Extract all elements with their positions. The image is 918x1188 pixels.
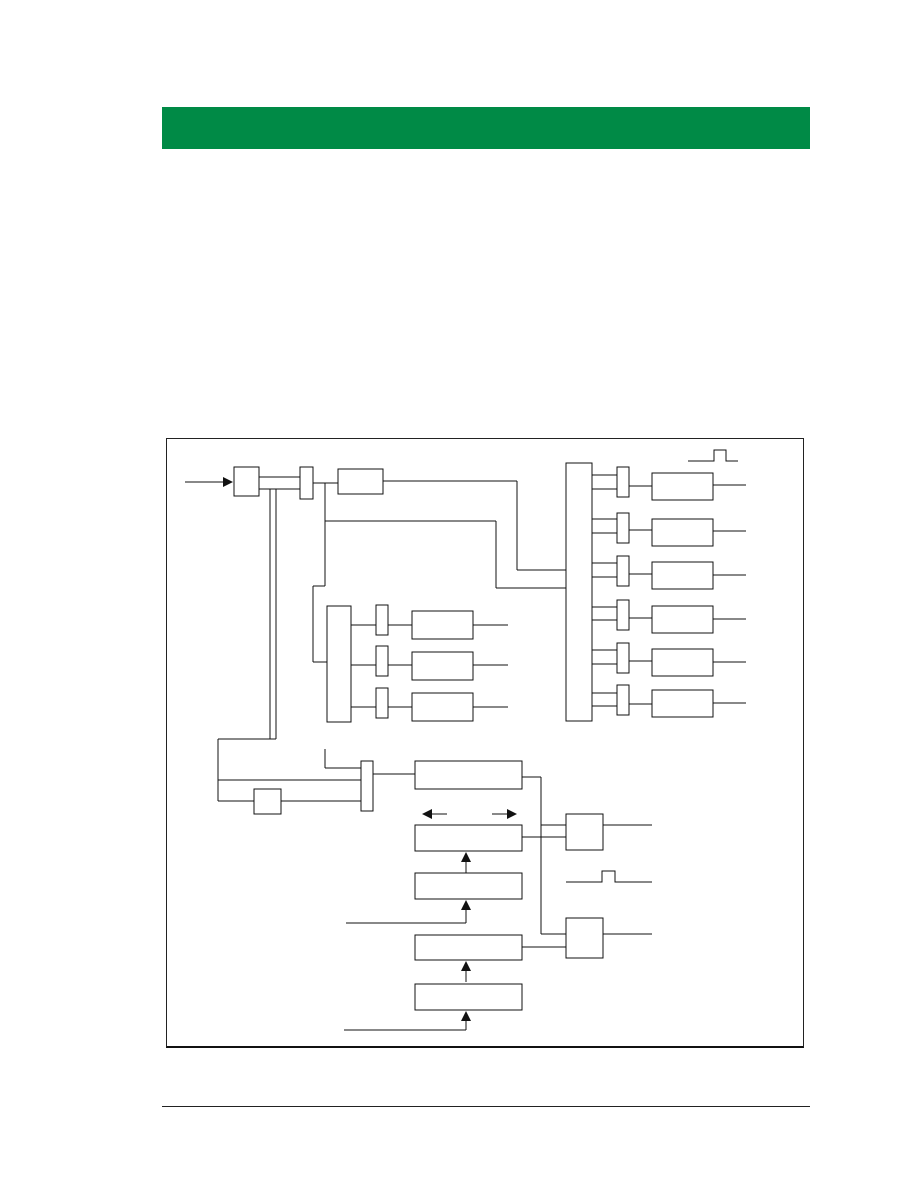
bottom-block-2 [414, 824, 523, 852]
middle-output-block-2 [411, 651, 474, 681]
middle-output-block-3 [411, 692, 474, 722]
right-output-block-6 [651, 689, 714, 718]
middle-output-block-1 [411, 610, 474, 640]
middle-narrow-block-3 [375, 687, 389, 719]
right-output-block-3 [651, 561, 714, 590]
bottom-block-1 [414, 760, 523, 790]
bottom-block-3 [414, 872, 523, 900]
input-block [233, 466, 260, 497]
right-output-block-4 [651, 605, 714, 634]
middle-bus-block [326, 605, 352, 723]
narrow-block-top [299, 466, 314, 500]
right-narrow-block-1 [616, 466, 630, 498]
right-narrow-block-4 [616, 599, 630, 631]
bottom-block-5 [414, 983, 523, 1011]
right-narrow-block-3 [616, 555, 630, 587]
gate-block-2 [565, 917, 604, 959]
lower-left-block [253, 788, 282, 815]
right-output-block-5 [651, 648, 714, 677]
pulse-icon-top [688, 449, 738, 462]
lower-narrow-block [360, 760, 374, 812]
right-narrow-block-5 [616, 642, 630, 674]
diagram-frame [166, 438, 804, 1048]
right-output-block-1 [651, 472, 714, 501]
right-narrow-block-2 [616, 512, 630, 544]
middle-narrow-block-2 [375, 645, 389, 677]
middle-narrow-block-1 [375, 604, 389, 636]
gate-block-1 [565, 813, 604, 851]
footer-rule [162, 1106, 810, 1107]
bottom-block-4 [414, 934, 523, 961]
wide-block-top [337, 468, 384, 495]
pulse-icon-bottom [566, 870, 652, 883]
header-banner [162, 107, 810, 149]
right-bus-block [565, 462, 593, 722]
right-output-block-2 [651, 518, 714, 547]
right-narrow-block-6 [616, 684, 630, 716]
